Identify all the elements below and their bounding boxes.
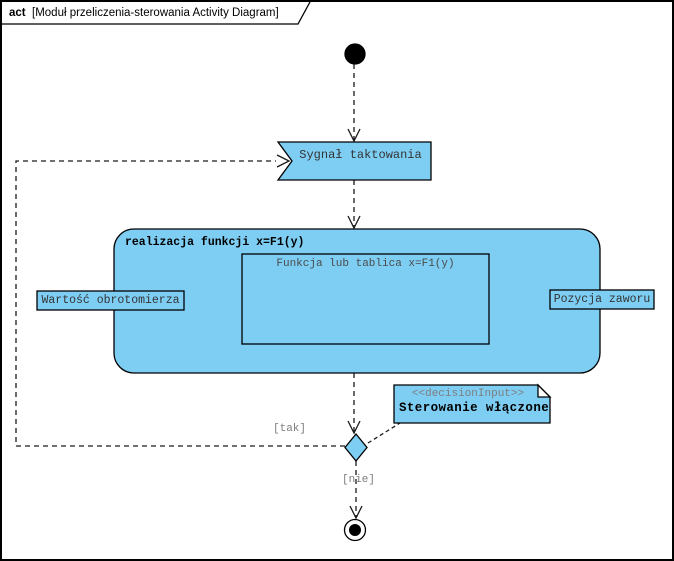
frame-title-tab xyxy=(2,2,311,25)
initial-node[interactable] xyxy=(344,43,366,65)
arrowhead-into-activity xyxy=(347,215,361,230)
note-fold-corner xyxy=(537,383,552,398)
decision-node[interactable] xyxy=(344,432,368,463)
guard-nie-label: [nie] xyxy=(342,474,376,486)
frame-title: [Moduł przeliczenia-sterowania Activity … xyxy=(32,7,279,19)
arrowhead-into-signal-left xyxy=(276,154,291,168)
guard-tak-label: [tak] xyxy=(273,423,307,435)
frame-keyword: act xyxy=(9,7,26,19)
note-label: Sterowanie włączone xyxy=(399,401,550,415)
edge-note-anchor xyxy=(367,422,401,444)
function-block-node[interactable] xyxy=(241,253,490,345)
function-block-label: Funkcja lub tablica x=F1(y) xyxy=(276,258,455,270)
signal-label: Sygnał taktowania xyxy=(299,148,422,162)
input-pin-label: Wartość obrotomierza xyxy=(41,294,180,307)
final-node-inner xyxy=(349,524,361,536)
decision-input-note[interactable] xyxy=(393,384,551,424)
output-pin-node[interactable] xyxy=(549,289,655,310)
note-stereotype: <<decisionInput>> xyxy=(411,388,525,400)
activity-title: realizacja funkcji x=F1(y) xyxy=(125,236,305,249)
input-pin-node[interactable] xyxy=(36,290,185,311)
arrowhead-into-decision xyxy=(347,420,361,435)
edge-decision-to-signal-loop xyxy=(15,160,345,447)
signal-receipt-node[interactable] xyxy=(276,141,432,181)
output-pin-label: Pozycja zaworu xyxy=(553,293,651,306)
arrowhead-into-final xyxy=(349,505,363,520)
arrowhead-into-signal-top xyxy=(347,128,361,143)
